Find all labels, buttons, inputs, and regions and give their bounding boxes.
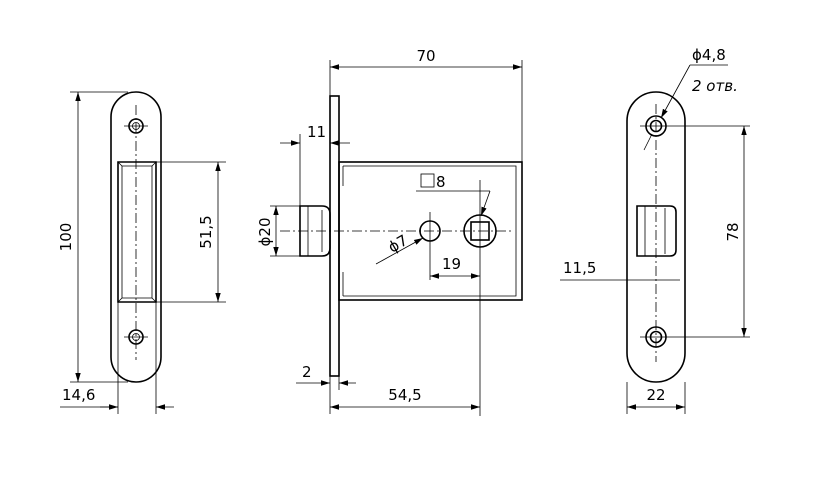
dim-screw-hole: ϕ4,8 [692,46,726,64]
lock-body-view: 70 11 ϕ20 8 ϕ7 19 2 54,5 [256,47,523,416]
dim-handle-to-spindle: 19 [442,255,461,273]
dim-latch-diameter: ϕ20 [256,218,274,247]
faceplate-front-view: ϕ4,8 2 отв. 78 11,5 22 [560,46,750,414]
dim-square-size: 8 [436,173,446,191]
strike-plate-outline [110,91,162,383]
strike-opening [117,161,157,303]
strike-plate-view: 100 51,5 14,6 [57,91,226,414]
dim-strike-width: 14,6 [62,386,95,404]
square-symbol [420,173,435,188]
dim-faceplate-width: 22 [646,386,665,404]
latch-bolt [299,205,331,257]
dim-handle-hole: ϕ7 [385,231,411,256]
faceplate-side [329,95,340,377]
dim-strike-height: 100 [57,223,75,252]
dim-faceplate-offset: 11 [307,123,326,141]
faceplate-outline [626,91,686,383]
latch-window [636,205,677,257]
dim-strike-opening: 51,5 [197,215,215,248]
dim-latch-offset: 11,5 [563,259,596,277]
dim-overall-length: 70 [416,47,435,65]
dim-backset: 54,5 [388,386,421,404]
dim-faceplate-thickness: 2 [302,363,312,381]
dim-screw-spacing: 78 [724,222,742,241]
dim-screw-hole-count: 2 отв. [692,77,738,95]
